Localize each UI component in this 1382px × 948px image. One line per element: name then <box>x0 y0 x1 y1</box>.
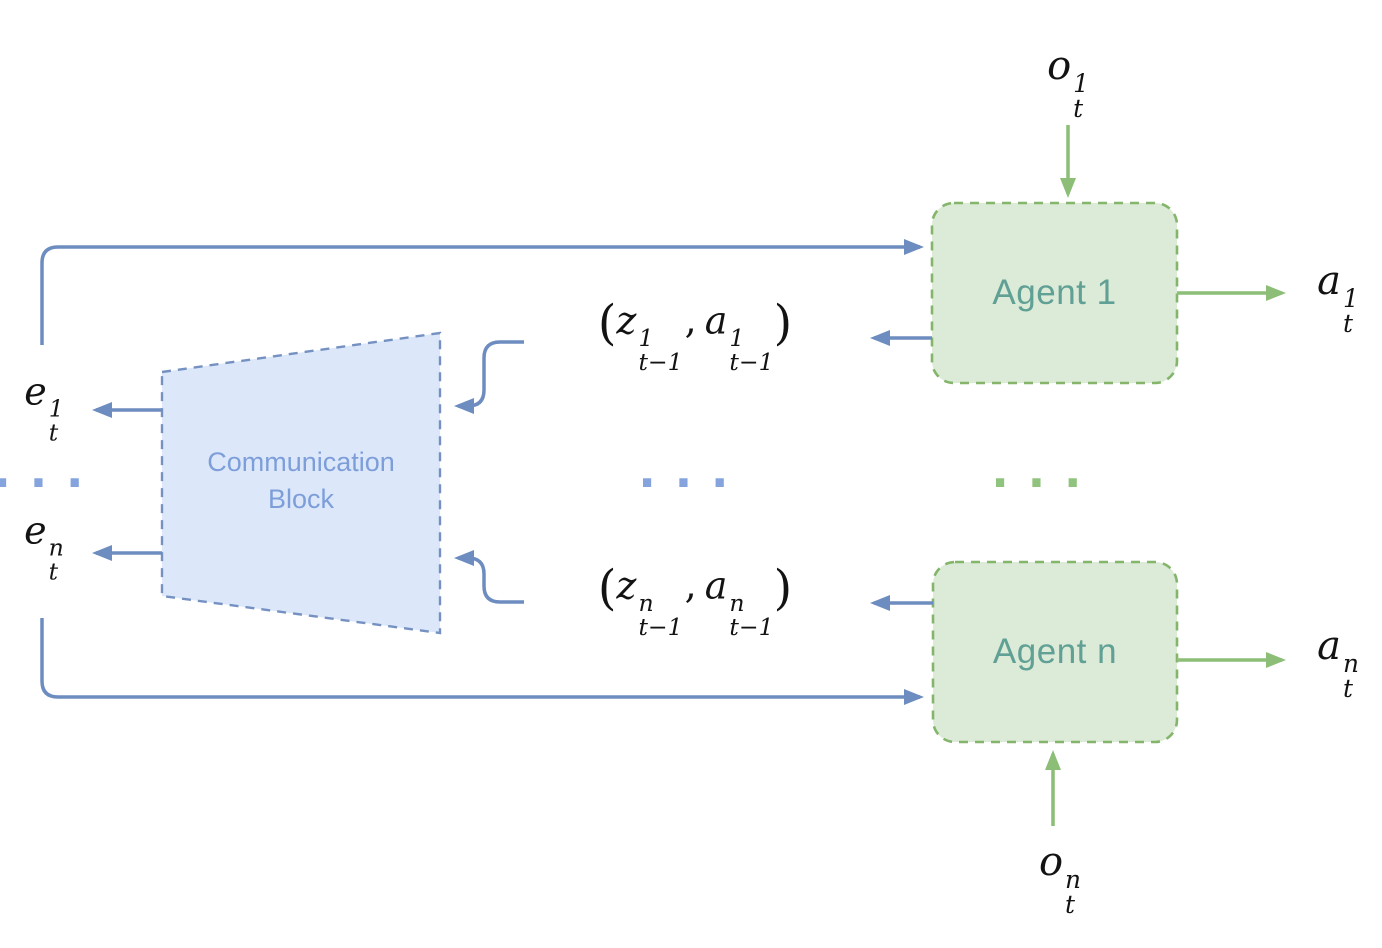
action-1-base: a <box>1317 257 1342 304</box>
embedding-1-sup: 1 <box>48 394 64 423</box>
tuple-1-comma: , <box>684 298 697 343</box>
tuple-1-z-sub: t−1 <box>638 347 683 376</box>
observation-1-base: o <box>1047 42 1072 89</box>
agent-1-label: Agent 1 <box>992 273 1117 312</box>
agent-n-label: Agent n <box>992 632 1118 671</box>
tuple-n-a-sup: n <box>729 588 745 617</box>
communication-block-label: Communication Block <box>171 444 431 518</box>
observation-n-sup: n <box>1065 864 1082 894</box>
feedback-line-e1-to-agent1 <box>40 239 924 345</box>
observation-n-sub: t <box>1065 889 1076 919</box>
tuple-1-close-paren: ) <box>773 296 793 352</box>
action-n-sup: n <box>1342 648 1359 678</box>
tuple-1-a-base: a <box>704 298 728 343</box>
embedding-1-sub: t <box>48 418 59 447</box>
ellipsis-middle: ··· <box>639 450 748 515</box>
embedding-n-sub: t <box>48 557 59 586</box>
curve-tuple1-to-block <box>454 340 524 414</box>
action-1-sub: t <box>1343 308 1354 338</box>
observation-1-sup: 1 <box>1073 68 1089 98</box>
action-1-sup: 1 <box>1343 283 1359 313</box>
embedding-n-sup: n <box>48 533 64 562</box>
agent-n-box <box>931 560 1179 744</box>
communication-block-shape <box>160 331 442 635</box>
curve-tuplen-to-block <box>454 550 524 604</box>
tuple-n-comma: , <box>684 563 697 608</box>
tuple-n-z-sub: t−1 <box>638 612 683 641</box>
communication-block-label-line1: Communication <box>207 447 395 477</box>
tuple-n-z-sup: n <box>638 588 654 617</box>
observation-n-base: o <box>1038 838 1064 885</box>
feedback-line-en-to-agentn <box>40 618 924 705</box>
ellipsis-left: ··· <box>0 450 103 515</box>
action-n-base: a <box>1317 622 1341 669</box>
tuple-n-z-base: z <box>616 563 637 608</box>
tuple-n-close-paren: ) <box>773 561 793 617</box>
embedding-1-base: e <box>24 369 47 414</box>
tuple-1-a-sup: 1 <box>729 323 745 352</box>
communication-block-label-line2: Block <box>267 484 335 514</box>
tuple-n-a-sub: t−1 <box>729 612 774 641</box>
ellipsis-right: ··· <box>992 450 1101 515</box>
tuple-n-a-base: a <box>704 563 728 608</box>
agent-1-box <box>930 201 1179 385</box>
tuple-1-z-base: z <box>616 298 637 343</box>
observation-1-sub: t <box>1073 93 1084 123</box>
tuple-1-z-sup: 1 <box>638 323 654 352</box>
embedding-n-base: e <box>24 508 47 553</box>
action-n-sub: t <box>1342 673 1353 703</box>
tuple-1-a-sub: t−1 <box>729 347 774 376</box>
tuple-1-open-paren: ( <box>597 296 617 352</box>
tuple-n-open-paren: ( <box>597 561 617 617</box>
